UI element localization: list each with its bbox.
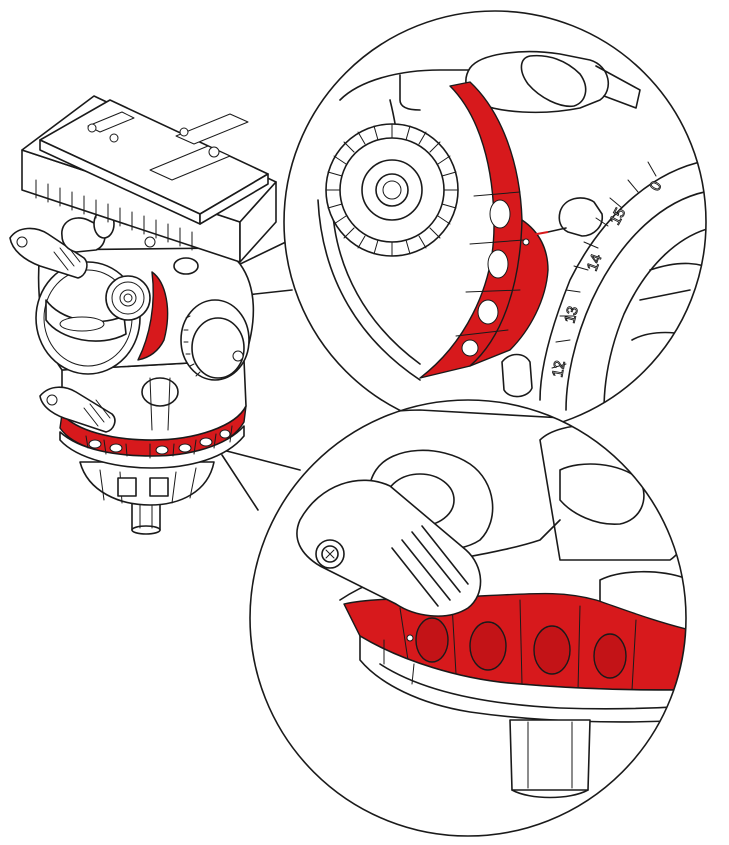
- highlighted-part-top: [419, 81, 549, 379]
- detail-circle-bottom: [249, 399, 687, 837]
- ring-base: [359, 635, 686, 723]
- scale-label-15: 15: [607, 205, 630, 228]
- lower-knob-top: [501, 353, 533, 398]
- fluid-head: [9, 95, 277, 535]
- scale-label-13: 13: [561, 305, 582, 325]
- index-knob: [525, 197, 604, 237]
- pan-lock-lever: [39, 386, 116, 433]
- highlighted-part-bottom: [343, 592, 686, 691]
- tilt-lock-lever: [9, 227, 88, 279]
- counterbalance-dial: [180, 299, 250, 381]
- scale-label-14: 14: [584, 252, 606, 273]
- detail-circle-top: 0 15 14 13 12: [283, 10, 707, 434]
- lock-lever-detail: [296, 479, 482, 617]
- bowl-base: [79, 461, 215, 506]
- center-stem: [509, 719, 591, 799]
- pan-drag-ring: [59, 405, 247, 469]
- camera-plate: [39, 99, 269, 225]
- rosette-highlight: [137, 271, 169, 361]
- rosette-gear: [325, 123, 459, 257]
- scale-label-12: 12: [549, 359, 569, 378]
- plate-knob: [144, 236, 199, 275]
- rosette: [105, 275, 151, 321]
